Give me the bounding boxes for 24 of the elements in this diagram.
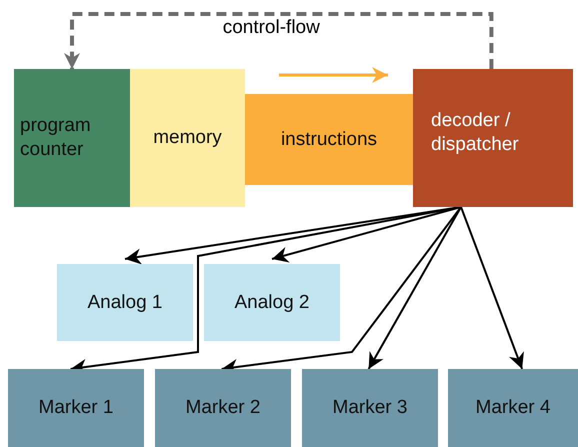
arrow	[368, 206, 462, 370]
marker-box	[302, 369, 438, 447]
node-label: instructions	[280, 128, 378, 152]
arrow	[272, 206, 462, 262]
node-label: Marker 2	[186, 396, 260, 420]
register-box	[14, 69, 130, 207]
analog-box	[57, 264, 193, 341]
dashed-arrow	[64, 12, 494, 69]
node-label: Analog 1	[87, 290, 162, 314]
memory-box	[130, 69, 245, 207]
analog-box	[204, 264, 340, 341]
arrow	[460, 206, 524, 370]
node-label: Marker 1	[38, 396, 114, 420]
decoder-box	[413, 69, 573, 207]
instructions-box	[245, 94, 413, 185]
node-label: Marker 3	[332, 396, 408, 420]
node-label: program counter	[20, 114, 92, 162]
node-label: memory	[153, 126, 222, 150]
marker-box	[8, 369, 144, 447]
marker-box	[448, 369, 578, 447]
node-label: Marker 4	[476, 396, 550, 420]
node-label: decoder / dispatcher	[431, 109, 520, 157]
node-label: Analog 2	[234, 290, 310, 314]
marker-box	[155, 369, 291, 447]
